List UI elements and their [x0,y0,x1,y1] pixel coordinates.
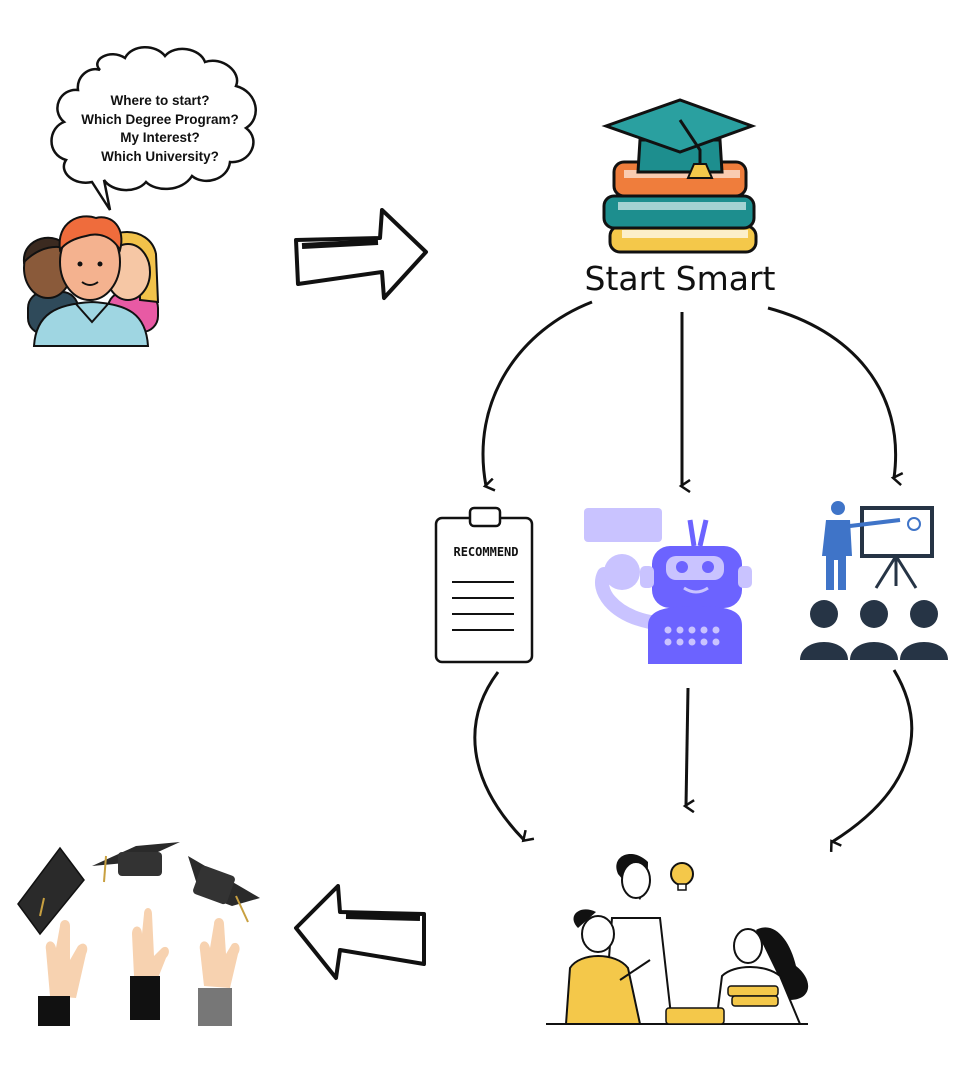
converge-arrows [473,669,914,842]
bubble-line-2: Which Degree Program? [81,111,239,127]
branch-arrows [481,300,896,486]
collaborating-students-icon [546,853,809,1025]
presentation-mentor-icon [800,501,948,660]
graduation-caps-icon [17,842,260,936]
students-group-icon [22,215,160,347]
graduation-books-icon [601,98,758,254]
arrow-right-icon [294,208,428,300]
recommend-label: RECOMMEND [453,545,518,559]
bubble-line-1: Where to start? [110,93,210,108]
brand-title: Start Smart [585,259,776,298]
bubble-line-4: Which University? [101,148,219,164]
chatbot-robot-icon [584,508,752,664]
arrow-left-icon [294,884,426,980]
bubble-questions: Where to start? Which Degree Program? My… [62,92,258,166]
bubble-line-3: My Interest? [120,130,200,145]
raised-hands-icon [38,908,240,1026]
thought-bubble [50,46,257,211]
recommend-clipboard-icon [434,506,534,664]
